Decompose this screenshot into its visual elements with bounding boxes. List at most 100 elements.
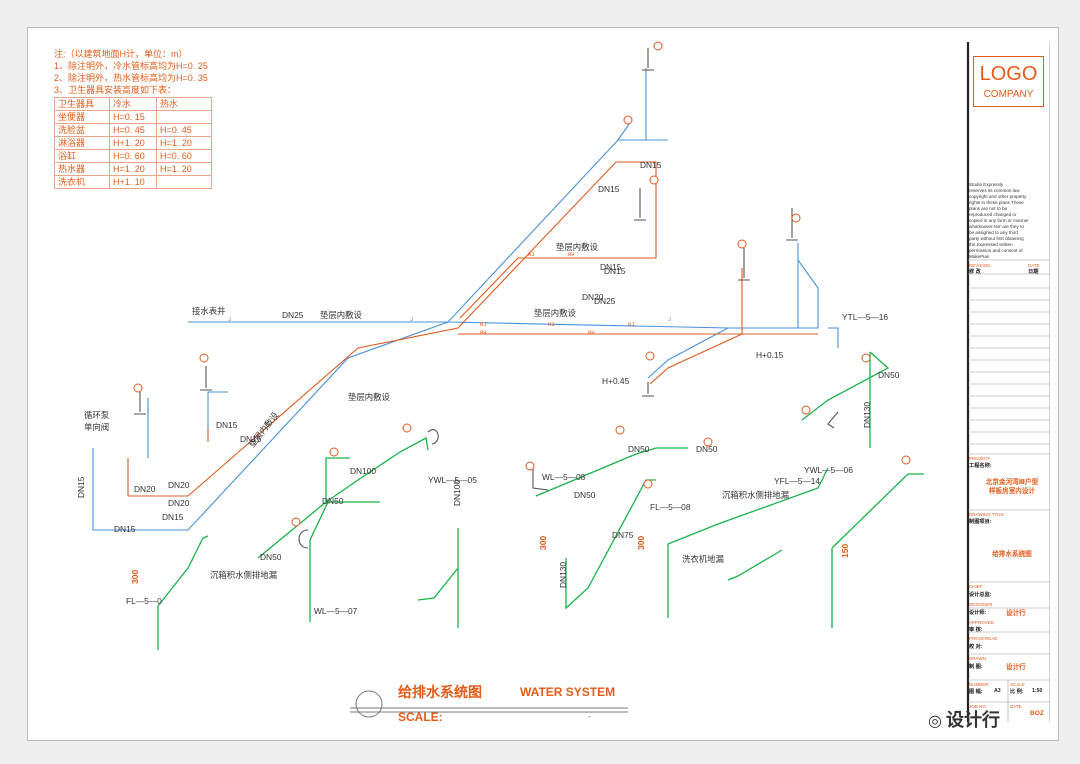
label-dn20: DN20 <box>168 498 190 508</box>
cold-branch-lower <box>92 321 449 531</box>
designer-value: 设计行 <box>1006 610 1026 617</box>
fixture-marker-dot <box>901 455 911 465</box>
label-dn15: DN15 <box>604 266 626 276</box>
drawing-name: 给排水系统图 <box>992 551 1032 558</box>
fixture-trap <box>427 429 439 445</box>
title-circle <box>355 690 383 718</box>
label-dn100: DN100 <box>452 480 462 506</box>
label-proofread-cn: 校 对: <box>969 644 983 650</box>
label-dn25: DN25 <box>282 310 304 320</box>
pipe-system-diagram: 接水表井 DN25 垫层内敷设 垫层内敷设 垫层内敷设 垫层内敷设 垫层内敷设 … <box>76 41 924 718</box>
fixture-marker-dot <box>737 239 747 249</box>
dim-300: 300 <box>636 535 646 550</box>
title-divider <box>350 707 628 713</box>
fixture-trap <box>827 411 839 429</box>
label-approved-cn: 审 核: <box>969 627 983 633</box>
label-chief: CHIEF <box>969 584 983 589</box>
tag-rh: RH <box>480 329 487 336</box>
label-revision: REVISION <box>969 263 991 268</box>
label-dn15: DN15 <box>598 184 620 194</box>
fixture-marker-dot <box>615 425 625 435</box>
drain-ywl06 <box>831 473 924 628</box>
cold-lav-riser <box>207 391 228 430</box>
label-yfl14: YFL—5—14 <box>774 476 820 486</box>
label-dn130: DN130 <box>558 562 568 588</box>
label-xi-yi-ji: 洗衣机地漏 <box>682 554 724 564</box>
label-approved: APPROVED <box>969 620 995 625</box>
fixture-marker-dot <box>801 405 811 415</box>
label-revision-cn: 修 改 <box>969 269 981 275</box>
drain-ytl16 <box>801 351 890 448</box>
scale-label: SCALE: <box>398 710 443 724</box>
dim-150: 150 <box>840 543 850 558</box>
label-dn15: DN15 <box>216 420 238 430</box>
label-ytl: YTL—5—16 <box>842 312 888 322</box>
cold-branch-right <box>447 259 819 329</box>
label-drawn-cn: 制 图: <box>969 664 983 670</box>
title-panel-frame <box>966 42 1050 722</box>
drain-wl07-branch <box>309 501 380 622</box>
fixture-marker-dot <box>645 351 655 361</box>
label-chui-ceng: 垫层内敷设 <box>348 392 390 402</box>
fixture-marker-dot <box>623 115 633 125</box>
dim-300: 300 <box>538 535 548 550</box>
label-dn20: DN20 <box>134 484 156 494</box>
label-fl-left: FL—5—0 <box>126 596 162 606</box>
fixture-marker-dot <box>199 353 209 363</box>
label-drawn: DRAWN <box>969 656 986 661</box>
note-line: 2、除注明外，热水管标高均为H=0. 35 <box>54 73 208 83</box>
label-scale-cn: 比 例: <box>1010 689 1024 695</box>
label-job: JOB NO. <box>969 704 988 709</box>
label-project: PROJECT <box>969 456 991 461</box>
dim-300: 300 <box>130 569 140 584</box>
hot-main-pipe <box>128 161 638 497</box>
label-project-cn: 工程名称: <box>969 463 992 469</box>
label-xun-huan: 循环泵 <box>84 410 110 420</box>
drain-ywl05 <box>417 528 459 628</box>
tag-rj: RJ <box>628 321 635 328</box>
note-line: 注:（以建筑地面H计，单位：m） <box>54 49 188 59</box>
fixture-trap <box>298 529 309 549</box>
drain-fl08 <box>667 467 829 618</box>
cold-ytl <box>828 327 839 348</box>
fixture-stub <box>134 390 146 415</box>
label-dn15: DN15 <box>162 512 184 522</box>
note-line: 1、除注明外，冷水管标高均为H=0. 25 <box>54 61 208 71</box>
drain-wl07-main <box>257 436 429 559</box>
title-panel: LOGO COMPANY Studio Expressly reserves i… <box>966 42 1050 722</box>
label-chen-xiang: 沉箱积水侧排地漏 <box>722 490 789 500</box>
fixture-marker-dot <box>402 423 412 433</box>
fixture-stub <box>634 188 646 221</box>
drawing-sheet: 注:（以建筑地面H计，单位：m） 1、除注明外，冷水管标高均为H=0. 25 2… <box>27 27 1059 741</box>
fixture-stub <box>200 366 212 391</box>
fixture-marker-dot <box>861 353 871 363</box>
label-dn50: DN50 <box>260 552 282 562</box>
tag-rj: RJ <box>548 321 555 328</box>
label-h045: H+0.45 <box>602 376 630 386</box>
project-name: 北京金河湾Ⅲ户型 样板房室内设计 <box>985 479 1039 495</box>
hot-branch-upper <box>459 161 657 319</box>
sheet-code: BOZ <box>1030 710 1044 717</box>
notes-block: 注:（以建筑地面H计，单位：m） 1、除注明外，冷水管标高均为H=0. 25 2… <box>54 48 214 189</box>
fixture-marker-dot <box>703 437 713 447</box>
hot-branch-h045 <box>649 333 743 385</box>
fixture-stub <box>642 382 654 397</box>
scale-value: 1:50 <box>1032 688 1043 694</box>
tag-rj: RJ <box>480 321 487 328</box>
label-dn50: DN50 <box>628 444 650 454</box>
drain-wl08-top <box>535 447 688 497</box>
label-dn15: DN15 <box>640 160 662 170</box>
scale-value: - <box>588 712 591 721</box>
fixture-marker-dot <box>291 517 301 527</box>
tag-rh: RH <box>568 251 575 258</box>
label-drawing: DRAWING TITLE <box>969 512 1005 517</box>
label-chui-ceng: 垫层内敷设 <box>556 242 598 252</box>
fixture-marker-dot <box>329 447 339 457</box>
label-dn50: DN50 <box>322 496 344 506</box>
label-h015: H+0.15 <box>756 350 784 360</box>
drawing-title-en: WATER SYSTEM <box>520 685 616 699</box>
